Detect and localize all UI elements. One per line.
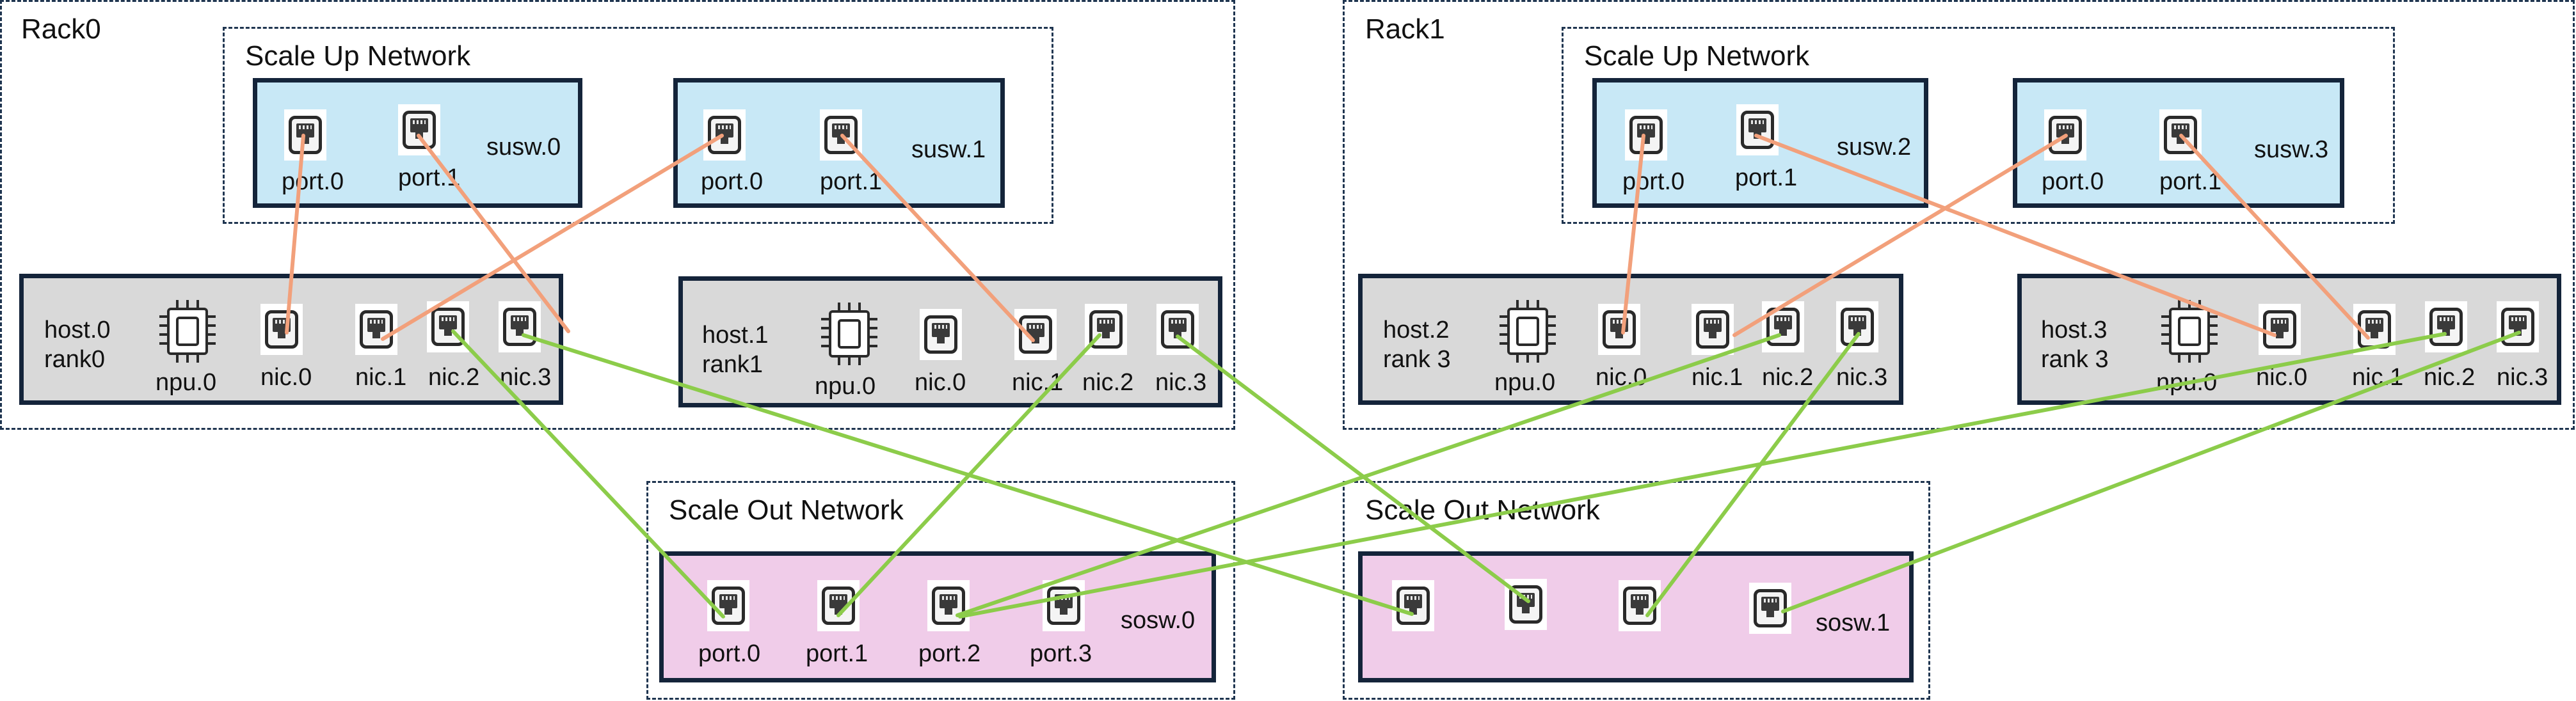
npu-label: npu.0 xyxy=(156,369,217,396)
ethernet-port-icon[interactable] xyxy=(427,301,469,352)
scale-out-network-label: Scale Out Network xyxy=(1365,494,1600,526)
ethernet-port-icon[interactable] xyxy=(284,109,326,161)
scale-up-switch-2[interactable]: port.0 port.1 susw.2 xyxy=(1592,78,1928,208)
ethernet-port-icon[interactable] xyxy=(707,580,749,631)
npu-chip-icon xyxy=(159,300,216,363)
port-label: port.0 xyxy=(2042,168,2104,195)
nic-label: nic.1 xyxy=(1692,364,1743,391)
scale-up-switch-0[interactable]: port.0 port.1 susw.0 xyxy=(253,78,582,208)
ethernet-port-icon[interactable] xyxy=(2159,109,2202,161)
host-name: host.3 xyxy=(2041,317,2108,343)
ethernet-port-icon[interactable] xyxy=(1505,579,1547,630)
switch-name: sosw.1 xyxy=(1816,610,1891,636)
npu-label: npu.0 xyxy=(815,373,876,400)
host-name: host.2 xyxy=(1383,317,1450,343)
ethernet-port-icon[interactable] xyxy=(1762,301,1804,352)
ethernet-port-icon[interactable] xyxy=(355,304,397,355)
nic-label: nic.3 xyxy=(2497,364,2548,391)
ethernet-port-icon[interactable] xyxy=(1598,304,1640,355)
switch-name: susw.1 xyxy=(911,136,986,163)
host-rank: rank1 xyxy=(702,351,764,378)
nic-label: nic.1 xyxy=(355,364,407,391)
nic-label: nic.0 xyxy=(2256,364,2308,391)
switch-name: sosw.0 xyxy=(1121,607,1196,634)
nic-label: nic.3 xyxy=(1836,364,1888,391)
ethernet-port-icon[interactable] xyxy=(2044,109,2086,161)
npu-chip-icon xyxy=(2161,300,2218,363)
ethernet-port-icon[interactable] xyxy=(2497,301,2539,352)
ethernet-port-icon[interactable] xyxy=(398,104,440,155)
npu-chip-icon xyxy=(821,303,877,365)
switch-name: susw.2 xyxy=(1837,134,1912,161)
scale-out-switch-0[interactable]: port.0 port.1 port.2 port.3 sosw.0 xyxy=(659,551,1216,682)
ethernet-port-icon[interactable] xyxy=(1692,304,1734,355)
switch-name: susw.3 xyxy=(2254,136,2329,163)
port-label: port.1 xyxy=(820,168,883,195)
port-label: port.1 xyxy=(398,164,461,191)
host-2[interactable]: host.2 rank 3 npu.0 nic.0 nic.1 nic.2 ni… xyxy=(1358,274,1903,405)
ethernet-port-icon[interactable] xyxy=(1156,304,1199,355)
scale-up-switch-1[interactable]: port.0 port.1 susw.1 xyxy=(673,78,1005,208)
ethernet-port-icon[interactable] xyxy=(1043,580,1085,631)
ethernet-port-icon[interactable] xyxy=(1014,309,1057,360)
nic-label: nic.3 xyxy=(500,364,552,391)
port-label: port.2 xyxy=(918,640,981,667)
ethernet-port-icon[interactable] xyxy=(920,309,962,360)
npu-chip-icon xyxy=(1500,300,1556,363)
nic-label: nic.2 xyxy=(1082,369,1134,396)
port-label: port.0 xyxy=(701,168,764,195)
port-label: port.0 xyxy=(698,640,761,667)
ethernet-port-icon[interactable] xyxy=(817,580,860,631)
host-0[interactable]: host.0 rank0 npu.0 nic.0 nic.1 nic.2 nic… xyxy=(19,274,563,405)
ethernet-port-icon[interactable] xyxy=(2353,304,2396,355)
ethernet-port-icon[interactable] xyxy=(927,580,970,631)
ethernet-port-icon[interactable] xyxy=(1392,580,1434,631)
ethernet-port-icon[interactable] xyxy=(1619,580,1661,631)
nic-label: nic.2 xyxy=(428,364,480,391)
host-rank: rank0 xyxy=(44,346,106,373)
scale-up-network-label: Scale Up Network xyxy=(245,40,471,72)
npu-label: npu.0 xyxy=(1494,369,1556,396)
port-label: port.3 xyxy=(1030,640,1092,667)
nic-label: nic.0 xyxy=(915,369,966,396)
nic-label: nic.0 xyxy=(1596,364,1647,391)
port-label: port.0 xyxy=(282,168,344,195)
nic-label: nic.1 xyxy=(2352,364,2404,391)
port-label: port.1 xyxy=(1735,164,1798,191)
port-label: port.1 xyxy=(2159,168,2222,195)
rack-label: Rack1 xyxy=(1365,13,1445,45)
scale-up-switch-3[interactable]: port.0 port.1 susw.3 xyxy=(2013,78,2344,208)
ethernet-port-icon[interactable] xyxy=(1836,301,1878,352)
scale-out-switch-1[interactable]: sosw.1 xyxy=(1358,551,1914,682)
ethernet-port-icon[interactable] xyxy=(820,109,862,161)
scale-out-network-label: Scale Out Network xyxy=(669,494,904,526)
host-rank: rank 3 xyxy=(2041,346,2109,373)
port-label: port.0 xyxy=(1622,168,1685,195)
ethernet-port-icon[interactable] xyxy=(2259,304,2301,355)
nic-label: nic.3 xyxy=(1155,369,1207,396)
host-name: host.1 xyxy=(702,322,769,349)
nic-label: nic.2 xyxy=(1762,364,1814,391)
nic-label: nic.1 xyxy=(1012,369,1064,396)
port-label: port.1 xyxy=(806,640,868,667)
ethernet-port-icon[interactable] xyxy=(2425,301,2467,352)
ethernet-port-icon[interactable] xyxy=(1736,104,1779,155)
host-3[interactable]: host.3 rank 3 npu.0 nic.0 nic.1 nic.2 ni… xyxy=(2017,274,2561,405)
npu-label: npu.0 xyxy=(2156,369,2218,396)
host-1[interactable]: host.1 rank1 npu.0 nic.0 nic.1 nic.2 nic… xyxy=(678,276,1222,407)
nic-label: nic.2 xyxy=(2424,364,2476,391)
ethernet-port-icon[interactable] xyxy=(1085,304,1127,355)
ethernet-port-icon[interactable] xyxy=(703,109,746,161)
nic-label: nic.0 xyxy=(260,364,312,391)
switch-name: susw.0 xyxy=(486,134,561,161)
ethernet-port-icon[interactable] xyxy=(1625,109,1667,161)
ethernet-port-icon[interactable] xyxy=(260,304,303,355)
scale-up-network-label: Scale Up Network xyxy=(1584,40,1810,72)
rack-label: Rack0 xyxy=(21,13,101,45)
host-name: host.0 xyxy=(44,317,111,343)
host-rank: rank 3 xyxy=(1383,346,1451,373)
ethernet-port-icon[interactable] xyxy=(1749,583,1791,634)
ethernet-port-icon[interactable] xyxy=(499,301,541,352)
